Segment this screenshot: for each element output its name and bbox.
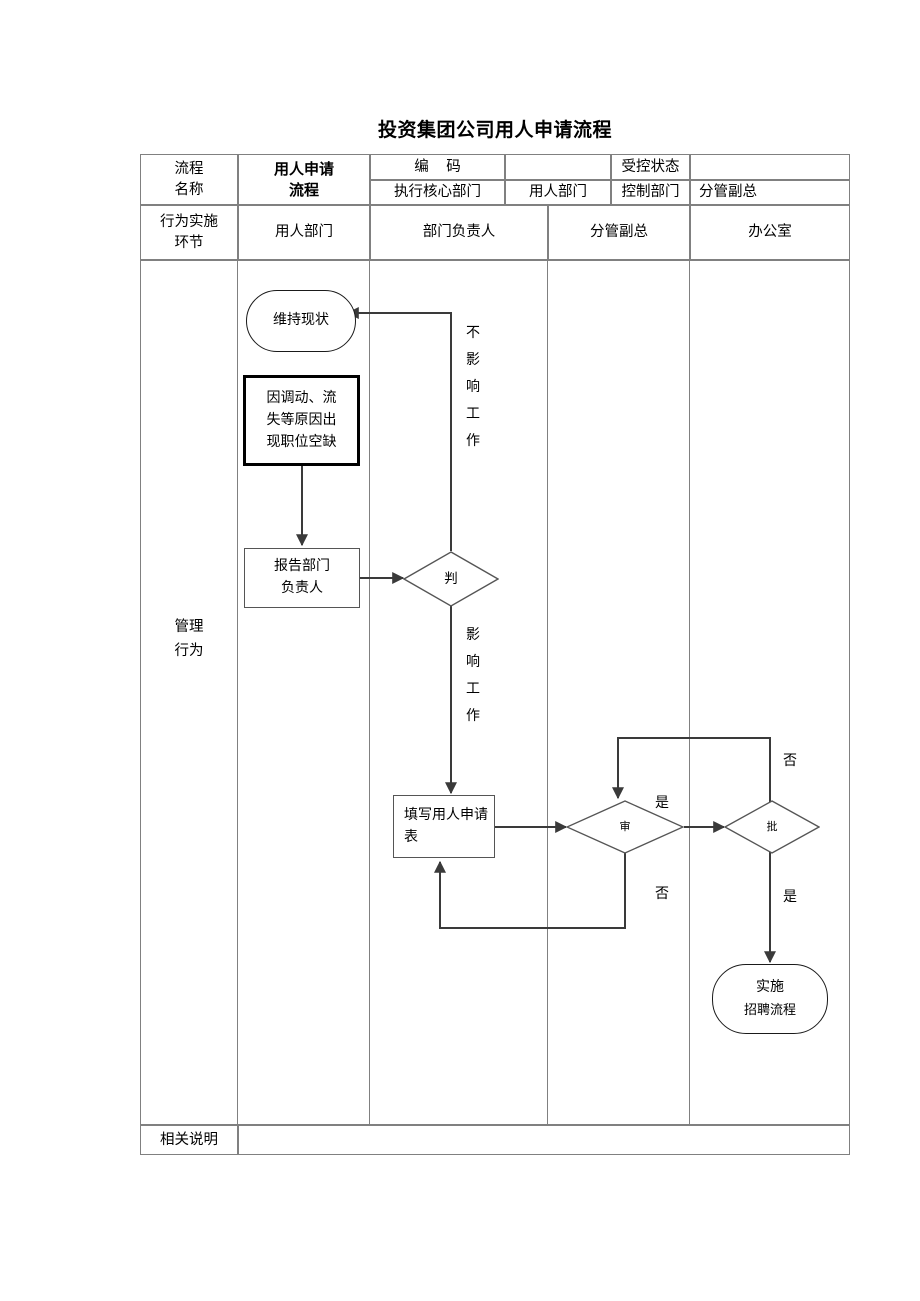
code-label: 编 码 (414, 158, 468, 175)
process-name-label-line2: 名称 (174, 181, 204, 198)
header-cell-code-label: 编 码 (370, 154, 505, 180)
lane-separator-1 (237, 260, 238, 1125)
header-cell-using-dept: 用人部门 (505, 180, 611, 205)
edge-label-impact-c1: 影 (466, 628, 480, 643)
control-dept-label: 控制部门 (621, 184, 680, 200)
lane-header-office: 办公室 (690, 205, 850, 260)
header-cell-process-name-value: 用人申请 流程 (238, 154, 370, 205)
lane-header-using-dept: 用人部门 (238, 205, 370, 260)
using-dept-label: 用人部门 (529, 184, 587, 200)
node-recruit-text-line2: 招聘流程 (743, 1002, 796, 1017)
lane-separator-3 (547, 260, 548, 1125)
stage-label-line2: 环节 (174, 234, 204, 251)
exec-core-dept-label: 执行核心部门 (394, 184, 481, 200)
edge-label-approve-no: 否 (783, 754, 797, 769)
edge-label-no-impact-c3: 响 (466, 380, 480, 395)
lane-separator-2 (369, 260, 370, 1125)
edge-label-impact-c2: 响 (466, 655, 480, 670)
flow-lane-label-line1: 管理 (174, 619, 204, 635)
vice-president-label: 分管副总 (699, 184, 757, 200)
edge-label-approve-yes: 是 (783, 890, 797, 905)
lane-separator-4 (689, 260, 690, 1125)
node-report-manager[interactable]: 报告部门 负责人 (244, 548, 360, 608)
edge-label-review-yes: 是 (655, 796, 669, 811)
edge-label-no-impact-c1: 不 (466, 326, 480, 341)
header-cell-stage-label: 行为实施 环节 (140, 205, 238, 260)
node-judge[interactable]: 判 (403, 551, 499, 607)
process-name-value-line2: 流程 (288, 181, 319, 199)
lane-header-dept-manager: 部门负责人 (370, 205, 548, 260)
edge-label-no-impact: 不 影 响 工 作 (463, 320, 483, 455)
header-cell-control-dept: 控制部门 (611, 180, 690, 205)
edge-label-impact: 影 响 工 作 (463, 622, 483, 730)
page-title: 投资集团公司用人申请流程 (377, 120, 612, 141)
footer-cell-notes-label: 相关说明 (140, 1125, 238, 1155)
flow-lane-label-line2: 行为 (174, 643, 204, 659)
lane-header-dept-manager-label: 部门负责人 (422, 224, 496, 240)
edge-label-impact-c4: 作 (466, 709, 480, 724)
node-fill-form-text-line1: 填写用人申请 (404, 807, 488, 823)
node-vacancy-text-line2: 失等原因出 (266, 412, 337, 428)
flow-area-border (140, 260, 850, 1125)
header-cell-process-name-label: 流程 名称 (140, 154, 238, 205)
node-recruit-text-line1: 实施 (756, 980, 784, 995)
footer-cell-notes-value[interactable] (238, 1125, 850, 1155)
process-name-value-line1: 用人申请 (273, 160, 334, 178)
header-cell-code-value[interactable] (505, 154, 611, 180)
lane-header-using-dept-label: 用人部门 (275, 224, 333, 240)
node-vacancy-text-line1: 因调动、流 (266, 390, 337, 406)
node-keep-status-text: 维持现状 (273, 313, 329, 328)
node-approve[interactable]: 批 (724, 800, 820, 854)
node-vacancy[interactable]: 因调动、流 失等原因出 现职位空缺 (243, 375, 360, 466)
node-report-manager-text-line1: 报告部门 (274, 559, 330, 574)
edge-label-no-impact-c5: 作 (466, 434, 480, 449)
header-cell-controlled-status-value[interactable] (690, 154, 850, 180)
node-report-manager-text-line2: 负责人 (281, 581, 323, 596)
edge-label-no-impact-c4: 工 (466, 407, 480, 422)
controlled-status-label: 受控状态 (621, 158, 680, 175)
lane-header-office-label: 办公室 (748, 224, 792, 240)
lane-header-vice-president-label: 分管副总 (590, 224, 648, 240)
node-fill-form[interactable]: 填写用人申请 表 (393, 795, 495, 858)
edge-label-impact-c3: 工 (466, 682, 480, 697)
process-name-label-line1: 流程 (174, 160, 204, 177)
notes-label: 相关说明 (160, 1131, 218, 1148)
header-cell-exec-core-dept: 执行核心部门 (370, 180, 505, 205)
node-vacancy-text-line3: 现职位空缺 (266, 434, 337, 450)
header-cell-vice-president: 分管副总 (690, 180, 850, 205)
lane-header-vice-president: 分管副总 (548, 205, 690, 260)
flow-lane-label: 管理 行为 (140, 615, 238, 663)
header-cell-controlled-status-label: 受控状态 (611, 154, 690, 180)
edge-label-review-no: 否 (655, 887, 669, 902)
node-fill-form-text-line2: 表 (404, 829, 418, 845)
edge-label-no-impact-c2: 影 (466, 353, 480, 368)
flow-area (140, 260, 850, 1125)
node-keep-status[interactable]: 维持现状 (246, 290, 356, 352)
node-recruit[interactable]: 实施 招聘流程 (712, 964, 828, 1034)
stage-label-line1: 行为实施 (160, 213, 218, 230)
